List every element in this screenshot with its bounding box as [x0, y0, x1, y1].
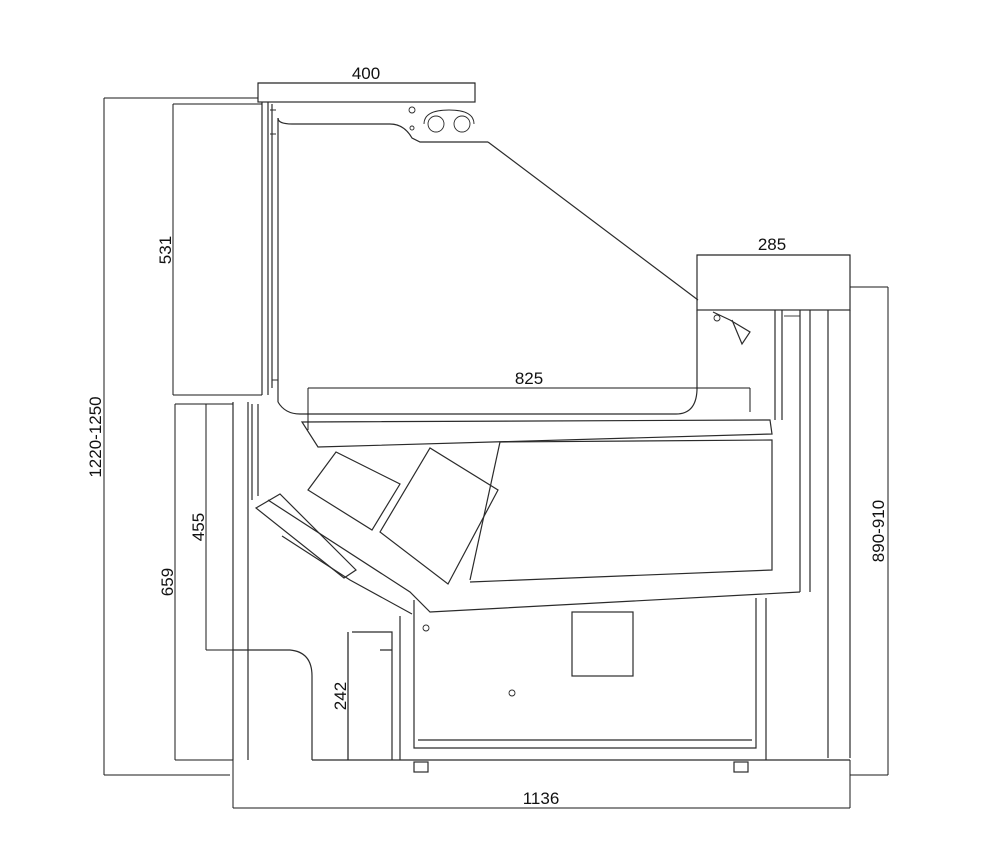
dimension-label-top-width: 400: [352, 64, 380, 83]
case-outline: [232, 82, 851, 773]
dimension-label-total-height: 1220-1250: [86, 396, 105, 477]
dimension-label-front-height: 659: [158, 568, 177, 596]
dimension-lines: [103, 82, 889, 809]
dimension-label-front-lower: 455: [189, 513, 208, 541]
fan-motor-icon: [408, 106, 475, 133]
dimension-label-shelf-width: 285: [758, 235, 786, 254]
dimension-label-upper-height: 531: [156, 236, 175, 264]
dimension-label-counter-height: 890-910: [869, 500, 888, 562]
dimension-label-total-length: 1136: [523, 789, 560, 808]
dimension-label-depth: 825: [515, 369, 543, 388]
dimension-label-base-height: 242: [331, 682, 350, 710]
